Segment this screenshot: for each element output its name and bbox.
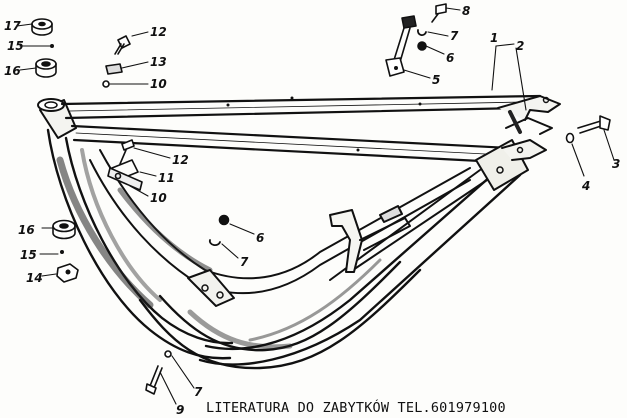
part-8-bolt	[431, 3, 447, 23]
callout-7b: 7	[240, 255, 249, 269]
callout-16: 16	[4, 64, 21, 78]
callout-8: 8	[462, 4, 470, 18]
part-6-washer-top	[417, 41, 427, 51]
callout-12b: 12	[172, 153, 189, 167]
callouts: 17 15 16 12 13 10 8 7 6 5 1 2 3 4 12 11 …	[4, 4, 620, 417]
part-10-washer-middle	[114, 172, 122, 180]
callout-3: 3	[612, 157, 620, 171]
parts	[31, 3, 611, 395]
callout-14: 14	[26, 271, 43, 285]
callout-7c: 7	[194, 385, 203, 399]
part-13-clip	[105, 63, 123, 75]
part-6-washer-center	[218, 214, 230, 226]
part-7-spring-washer-top	[417, 29, 427, 36]
part-14-nut	[56, 263, 79, 283]
callout-17: 17	[4, 19, 21, 33]
callout-12: 12	[150, 25, 167, 39]
part-12-bolt-middle	[119, 139, 135, 165]
part-7-washer-bottom	[164, 350, 172, 358]
callout-15: 15	[7, 39, 24, 53]
part-17-rubber-bush	[31, 18, 53, 36]
part-5-link-rod	[385, 15, 417, 77]
part-3-bolt	[577, 115, 611, 134]
part-12-bolt-upper	[114, 35, 131, 55]
part-15-washer	[50, 44, 54, 48]
frame	[37, 94, 561, 370]
callout-16b: 16	[18, 223, 35, 237]
callout-2: 2	[516, 39, 524, 53]
callout-10b: 10	[150, 191, 167, 205]
callout-15b: 15	[20, 248, 37, 262]
part-10-washer-upper	[102, 80, 110, 88]
part-15-washer-lower	[60, 250, 64, 254]
callout-1: 1	[490, 31, 498, 45]
callout-9: 9	[176, 403, 184, 417]
part-4-washer	[565, 132, 575, 144]
callout-4: 4	[581, 179, 590, 193]
part-7-spring-washer-center	[208, 239, 221, 247]
callout-6: 6	[446, 51, 454, 65]
callout-7: 7	[450, 29, 459, 43]
callout-10: 10	[150, 77, 167, 91]
callout-6b: 6	[256, 231, 264, 245]
part-16-nut	[35, 58, 57, 78]
footer-watermark-text: LITERATURA DO ZABYTKÓW TEL.601979100	[206, 400, 506, 416]
callout-11: 11	[158, 171, 175, 185]
callout-5: 5	[432, 73, 440, 87]
callout-13: 13	[150, 55, 167, 69]
leader-lines	[16, 7, 615, 405]
part-9-bolt	[145, 365, 163, 395]
part-16-rubber-lower	[52, 219, 76, 240]
